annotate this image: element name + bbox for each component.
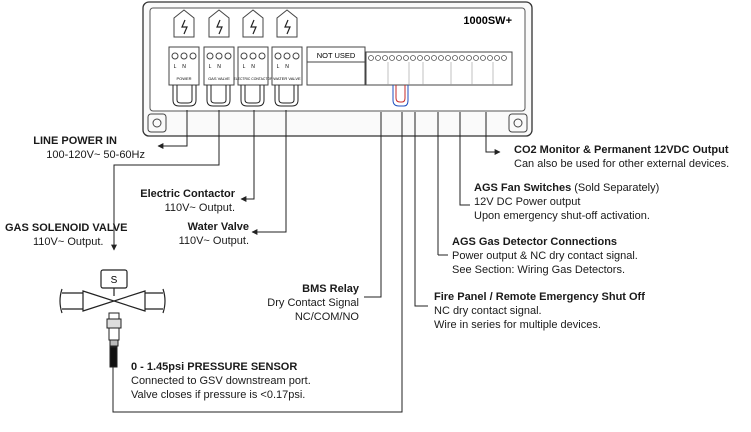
fire-panel-title: Fire Panel / Remote Emergency Shut Off [434, 291, 645, 303]
high-voltage-icon [284, 19, 291, 35]
bms-sub1: Dry Contact Signal [267, 297, 359, 309]
fan-title: AGS Fan Switches [474, 182, 572, 194]
high-voltage-icon [181, 19, 188, 35]
mounting-hole-icon [147, 113, 167, 133]
fire-panel-sub2: Wire in series for multiple devices. [434, 319, 601, 331]
svg-text:GAS VALVE: GAS VALVE [208, 76, 230, 81]
svg-text:N: N [182, 64, 186, 70]
terminal-water-valve: L N WATER VALVE [271, 9, 303, 86]
mounting-hole-icon [508, 113, 528, 133]
svg-text:NOT USED: NOT USED [317, 51, 356, 60]
fan-sub2: Upon emergency shut-off activation. [474, 210, 650, 222]
water-valve-title: Water Valve [187, 221, 249, 233]
gas-detector-sub2: See Section: Wiring Gas Detectors. [452, 264, 626, 276]
model-name: 1000SW+ [463, 15, 512, 27]
pressure-title: 0 - 1.45psi PRESSURE SENSOR [131, 361, 298, 373]
terminal-power: L N POWER [168, 9, 200, 86]
fan-sub1: 12V DC Power output [474, 196, 581, 208]
wire-loops [172, 85, 409, 107]
electric-contactor-sub: 110V~ Output. [164, 202, 235, 214]
gsv-title: GAS SOLENOID VALVE [5, 222, 128, 234]
bms-sub2: NC/COM/NO [294, 311, 359, 323]
fan-heading: AGS Fan Switches (Sold Separately) [474, 181, 659, 195]
pressure-sub1: Connected to GSV downstream port. [131, 375, 311, 387]
svg-text:N: N [251, 64, 255, 70]
svg-text:N: N [217, 64, 221, 70]
high-voltage-icon [250, 19, 257, 35]
high-voltage-icon [216, 19, 223, 35]
pressure-sub2: Valve closes if pressure is <0.17psi. [131, 389, 306, 401]
svg-text:L: L [209, 64, 212, 70]
bms-title: BMS Relay [302, 283, 359, 295]
line-power-title: LINE POWER IN [33, 135, 117, 147]
not-used-block: NOT USED [306, 46, 366, 86]
svg-text:N: N [285, 64, 289, 70]
svg-text:POWER: POWER [176, 76, 191, 81]
solenoid-letter: S [111, 275, 118, 286]
terminal-gas-valve: L N GAS VALVE [203, 9, 235, 86]
terminal-electric-contactor: L N ELECTRIC CONTACTOR [234, 9, 273, 86]
leader-lines [111, 110, 501, 413]
co2-sub: Can also be used for other external devi… [514, 158, 730, 170]
low-voltage-terminal-strip [365, 51, 513, 86]
co2-title: CO2 Monitor & Permanent 12VDC Output [514, 144, 729, 156]
gas-solenoid-valve-icon [59, 269, 166, 314]
fire-panel-sub1: NC dry contact signal. [434, 305, 542, 317]
svg-text:L: L [174, 64, 177, 70]
svg-text:WATER VALVE: WATER VALVE [273, 76, 301, 81]
water-valve-sub: 110V~ Output. [178, 235, 249, 247]
electric-contactor-title: Electric Contactor [140, 188, 235, 200]
svg-text:L: L [243, 64, 246, 70]
gsv-sub: 110V~ Output. [33, 236, 104, 248]
fan-title-suffix: (Sold Separately) [571, 182, 660, 194]
pressure-sensor-icon [106, 312, 122, 368]
svg-text:ELECTRIC CONTACTOR: ELECTRIC CONTACTOR [234, 77, 273, 81]
gas-detector-title: AGS Gas Detector Connections [452, 236, 618, 248]
gas-detector-sub1: Power output & NC dry contact signal. [452, 250, 638, 262]
svg-text:L: L [277, 64, 280, 70]
line-power-sub: 100-120V~ 50-60Hz [46, 149, 145, 161]
